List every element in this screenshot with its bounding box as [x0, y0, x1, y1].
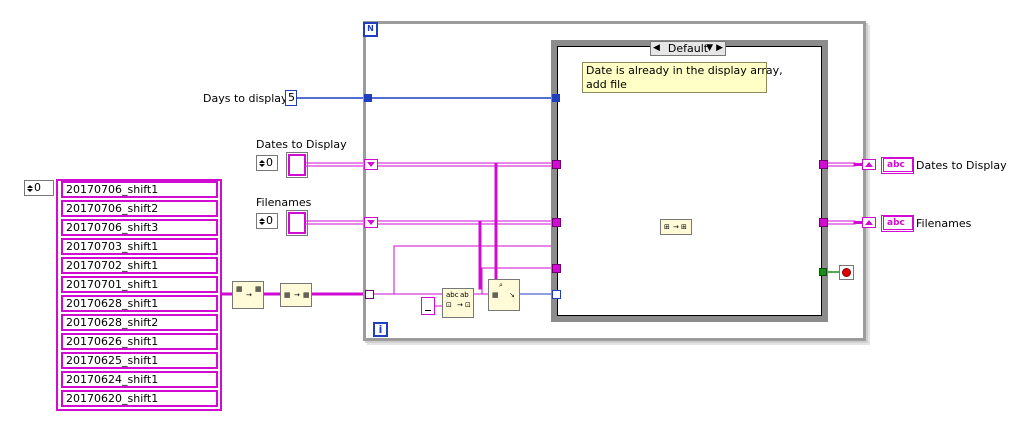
case-prev-arrow-icon[interactable]: ◀	[653, 43, 660, 53]
auto-index-tunnel[interactable]	[365, 290, 374, 299]
string-array-item[interactable]: 20170628_shift1	[61, 295, 218, 312]
arrow-right-icon: →	[246, 291, 252, 299]
string-out-icon: ⊡	[465, 301, 471, 309]
shift-register-filenames-left[interactable]	[364, 217, 378, 228]
string-array-item[interactable]: 20170626_shift1	[61, 333, 218, 350]
shift-register-dates-left[interactable]	[364, 159, 378, 170]
scan-string-node[interactable]: abc ab ⊡ → ⊡	[442, 288, 474, 318]
days-tunnel[interactable]	[364, 94, 372, 102]
string-array-index[interactable]: 0	[24, 180, 54, 196]
filenames-indicator-label: Filenames	[916, 217, 972, 230]
index-out-icon: ↘	[509, 291, 515, 299]
array-in-icon: ⊞	[664, 223, 670, 231]
case-selector-label: Default	[667, 42, 709, 55]
case-next-arrow-icon[interactable]: ▶	[716, 43, 723, 53]
iteration-terminal: i	[373, 322, 388, 337]
arrow-right-icon: →	[457, 301, 463, 309]
case-tunnel-dates-in[interactable]	[552, 160, 561, 169]
days-to-display-label: Days to display	[203, 92, 288, 105]
filenames-indicator-frame	[881, 215, 914, 232]
string-array-item[interactable]: 20170625_shift1	[61, 352, 218, 369]
case-selector[interactable]: ◀ Default ▼ ▶	[650, 41, 726, 56]
comment-line-1: Date is already in the display array,	[586, 64, 783, 77]
filenames-array-element[interactable]	[286, 210, 308, 236]
sort-array-node[interactable]: ▦ → ▦	[232, 281, 264, 309]
array-out-icon: ▦	[303, 291, 310, 299]
string-array-item[interactable]: 20170706_shift3	[61, 219, 218, 236]
loop-count-terminal: N	[363, 22, 378, 37]
build-array-node[interactable]: ⊞ → ⊞	[660, 219, 692, 235]
string-array-item[interactable]: 20170628_shift2	[61, 314, 218, 331]
filenames-indicator[interactable]: abc	[883, 216, 913, 230]
string-array-item[interactable]: 20170701_shift1	[61, 276, 218, 293]
array-out-icon: ▦	[255, 285, 262, 293]
reverse-array-node[interactable]: ▦ → ▦	[280, 283, 312, 307]
dates-indicator-label: Dates to Display	[916, 159, 1007, 172]
dates-indicator[interactable]: abc	[883, 158, 913, 172]
while-loop[interactable]	[363, 21, 866, 341]
days-to-display-control[interactable]: 5	[285, 90, 297, 106]
array-in-icon: ▦	[284, 291, 291, 299]
dates-array-index[interactable]: 0	[256, 155, 278, 171]
array-in-icon: ▦	[236, 285, 243, 293]
empty-string-constant[interactable]	[421, 297, 435, 315]
string-array-item[interactable]: 20170706_shift2	[61, 200, 218, 217]
search-icon: ⌕	[499, 281, 503, 289]
search-array-node[interactable]: ⌕ ▦ ↘	[488, 279, 520, 311]
filenames-label: Filenames	[256, 196, 312, 209]
ab-icon: ab	[460, 291, 469, 299]
filenames-array-index[interactable]: 0	[256, 213, 278, 229]
comment-line-2: add file	[586, 78, 627, 91]
shift-register-dates-right[interactable]	[862, 159, 876, 170]
dates-array-element[interactable]	[286, 152, 308, 178]
arrow-right-icon: →	[673, 223, 679, 231]
string-type-icon: abc	[887, 160, 905, 170]
string-array-item[interactable]: 20170620_shift1	[61, 390, 218, 407]
arrow-right-icon: →	[294, 291, 300, 299]
case-tunnel-filenames-out[interactable]	[819, 218, 828, 227]
shift-register-filenames-right[interactable]	[862, 217, 876, 228]
dates-indicator-frame	[881, 157, 914, 174]
format-icon: ⊡	[446, 301, 452, 309]
string-type-icon: abc	[887, 218, 905, 228]
case-dropdown-icon[interactable]: ▼	[706, 43, 713, 53]
build-array-icon: ⊞	[681, 223, 687, 231]
array-in-icon: ▦	[492, 291, 499, 299]
comment-box: Date is already in the display array, ad…	[582, 62, 783, 93]
case-tunnel-days[interactable]	[552, 94, 560, 102]
string-array-item[interactable]: 20170706_shift1	[61, 181, 218, 198]
case-tunnel-stop[interactable]	[819, 268, 827, 276]
case-tunnel-dates-out[interactable]	[819, 160, 828, 169]
string-array-item[interactable]: 20170703_shift1	[61, 238, 218, 255]
case-tunnel-filenames-in[interactable]	[552, 218, 561, 227]
case-tunnel-string[interactable]	[552, 264, 561, 273]
stop-terminal[interactable]	[839, 265, 854, 280]
abc-icon: abc	[446, 291, 459, 299]
string-array-item[interactable]: 20170702_shift1	[61, 257, 218, 274]
case-tunnel-selector[interactable]	[552, 290, 561, 299]
dates-to-display-label: Dates to Display	[256, 138, 347, 151]
string-array-item[interactable]: 20170624_shift1	[61, 371, 218, 388]
